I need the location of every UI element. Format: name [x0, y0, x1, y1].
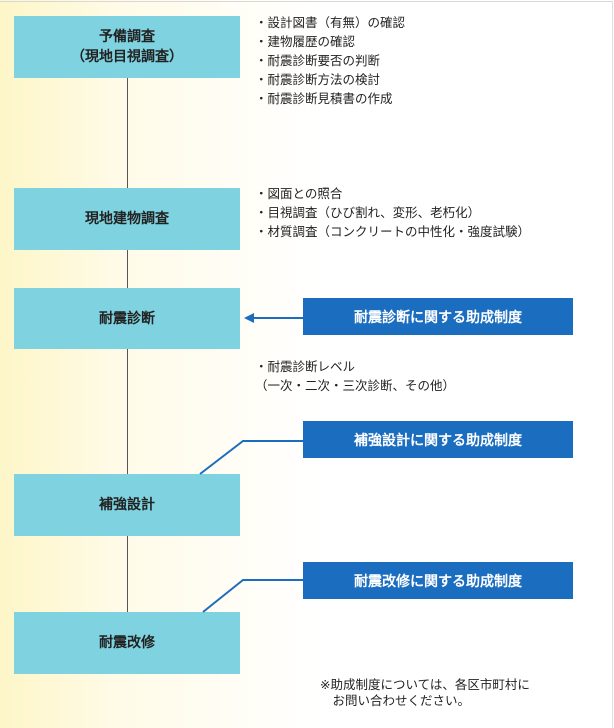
step-site-survey: 現地建物調査: [14, 188, 240, 250]
flow-line: [127, 78, 128, 188]
note-line: ※助成制度については、各区市町村に: [320, 677, 530, 692]
retrofit-subsidy-button[interactable]: 耐震改修に関する助成制度: [303, 562, 573, 599]
list-item: ・目視調査（ひび割れ、変形、老朽化）: [255, 205, 481, 220]
step-seismic-diagnosis: 耐震診断: [14, 288, 240, 349]
step-label: 予備調査: [99, 29, 155, 45]
flow-line: [127, 536, 128, 612]
flow-line: [127, 349, 128, 474]
list-item: ・耐震診断方法の検討: [255, 72, 381, 87]
list-item: ・耐震診断レベル: [255, 359, 356, 374]
design-subsidy-button[interactable]: 補強設計に関する助成制度: [303, 421, 573, 458]
flow-line: [127, 250, 128, 288]
step-reinforcement-design: 補強設計: [14, 474, 240, 536]
list-item: ・図面との照合: [255, 186, 343, 201]
step-preliminary-survey: 予備調査 （現地目視調査）: [14, 16, 240, 78]
step-seismic-retrofit: 耐震改修: [14, 612, 240, 674]
diagnosis-subsidy-button[interactable]: 耐震診断に関する助成制度: [303, 298, 573, 335]
step-label: 現地建物調査: [85, 211, 169, 227]
arrow-left-icon: [244, 313, 254, 323]
list-item: ・材質調査（コンクリートの中性化・強度試験）: [255, 224, 531, 239]
step-label: 補強設計: [99, 497, 155, 513]
diagnosis-list: ・耐震診断レベル （一次・二次・三次診断、その他）: [255, 357, 455, 395]
connector-line: [202, 579, 303, 613]
list-item: ・建物履歴の確認: [255, 34, 356, 49]
list-item: ・耐震診断見積書の作成: [255, 91, 393, 106]
step-label: 耐震診断: [99, 310, 155, 327]
connector-line: [199, 440, 303, 475]
step-sublabel: （現地目視調査）: [71, 49, 183, 65]
site-list: ・図面との照合 ・目視調査（ひび割れ、変形、老朽化） ・材質調査（コンクリートの…: [255, 184, 530, 241]
note-line: お問い合わせください。: [320, 693, 471, 708]
list-item: ・設計図書（有無）の確認: [255, 15, 406, 30]
footnote: ※助成制度については、各区市町村に お問い合わせください。: [320, 677, 530, 709]
step-label: 耐震改修: [99, 635, 155, 651]
list-item: ・耐震診断要否の判断: [255, 53, 381, 68]
preliminary-list: ・設計図書（有無）の確認 ・建物履歴の確認 ・耐震診断要否の判断 ・耐震診断方法…: [255, 13, 405, 108]
list-item: （一次・二次・三次診断、その他）: [255, 378, 456, 393]
